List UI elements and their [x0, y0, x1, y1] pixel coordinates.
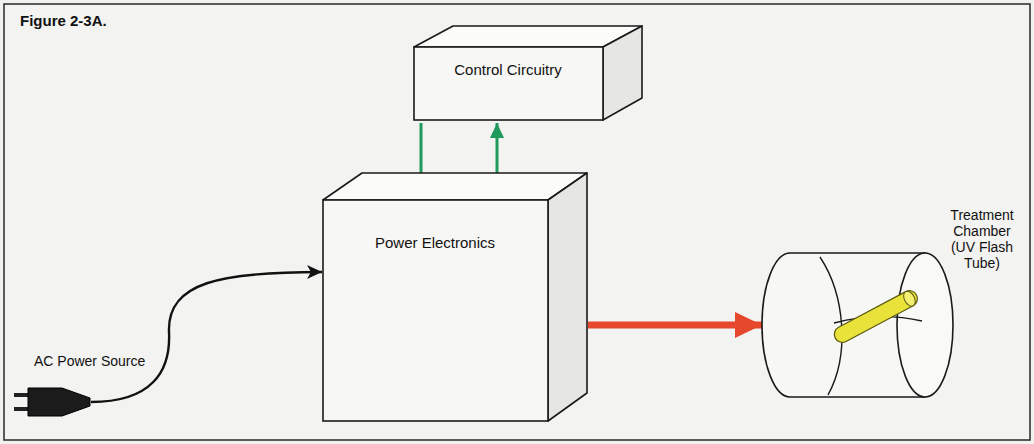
box-side-face — [548, 173, 587, 421]
power-source: AC Power Source — [12, 348, 162, 426]
power-box-outline — [322, 172, 588, 422]
frame-border — [4, 4, 1030, 440]
mount-line — [820, 257, 842, 395]
power-box: Power Electronics — [322, 172, 588, 422]
treatment-chamber-cylinder — [762, 253, 953, 397]
node-label: Control Circuitry — [454, 61, 562, 78]
box-front-face — [414, 47, 603, 120]
uv-flash-tube — [832, 288, 921, 345]
text-holder: Power Electronics — [374, 234, 496, 252]
box-side-face — [603, 26, 642, 120]
node-label: Power Electronics — [375, 234, 495, 251]
node-label: AC Power Source — [34, 353, 145, 369]
text-holder: Treatment Chamber (UV Flash Tube) — [940, 207, 1024, 272]
text-holder: Control Circuitry — [451, 61, 565, 79]
control-box: Control Circuitry — [413, 25, 643, 121]
box-front-face — [323, 200, 548, 421]
figure-title: Figure 2-3A. — [20, 12, 107, 29]
treatment-chamber: Treatment Chamber (UV Flash Tube) — [750, 205, 1028, 405]
red-arrow — [588, 322, 762, 329]
node-label: Treatment Chamber (UV Flash Tube) — [940, 207, 1024, 271]
box-top-face — [323, 173, 587, 200]
text-holder: AC Power Source — [34, 352, 160, 370]
ac-plug — [14, 388, 90, 416]
cylinder-end — [897, 253, 953, 397]
black-arrow — [91, 272, 322, 402]
